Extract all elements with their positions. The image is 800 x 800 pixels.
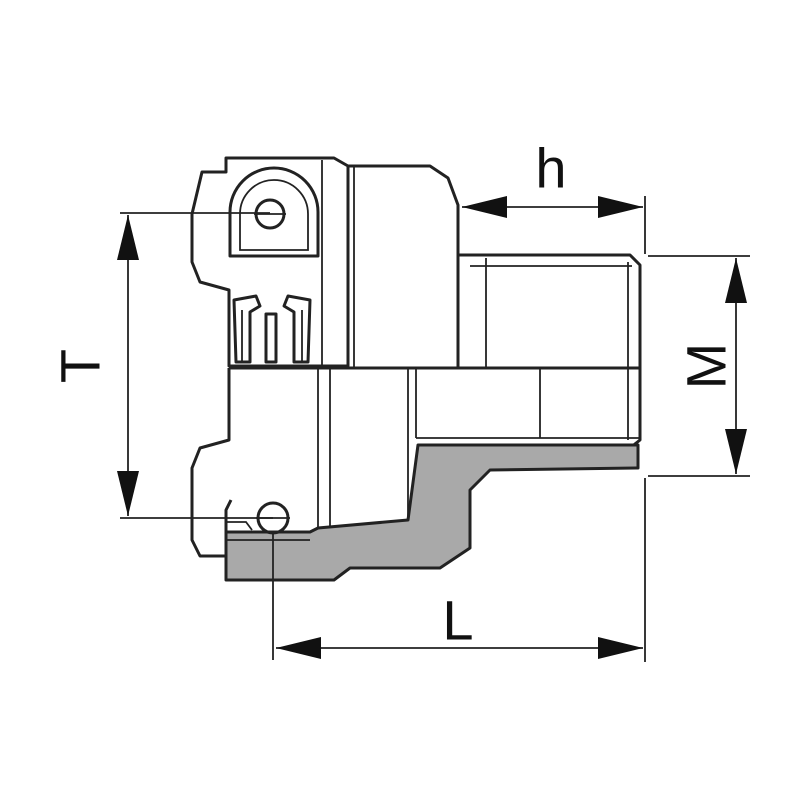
clamp-housing-lower-outline [190,368,233,558]
seal-ring-detail [232,294,312,364]
label-h: h [535,137,566,200]
fitting-body [190,156,642,558]
clamp-housing-outline [190,156,350,368]
dim-m-arrow-top [725,258,747,303]
label-l: L [442,589,473,652]
label-m: M [675,343,738,390]
dimension-h: h [462,137,646,254]
seal-centre-pin [264,312,278,364]
dim-l-arrow-right [598,637,643,659]
cross-section-fill [224,443,640,582]
dim-h-arrow-right [598,196,643,218]
lug-outer [228,166,320,258]
dim-l-arrow-left [276,637,321,659]
dim-h-arrow-left [462,196,507,218]
dimension-l: L [272,478,646,662]
clamp-screw-lug [228,166,320,258]
screw-seat-line [226,521,253,531]
label-t: T [49,349,112,383]
dim-t-arrow-top [117,215,139,260]
seal-right-lip [282,294,312,364]
dim-m-arrow-bottom [725,429,747,474]
dimension-m: M [648,255,750,477]
seal-left-lip [232,294,262,364]
main-body-outline [348,164,460,368]
lug-inner [239,179,309,251]
threaded-spigot-outline [458,253,642,450]
dim-t-arrow-bottom [117,471,139,516]
dimension-t: T [49,212,273,519]
